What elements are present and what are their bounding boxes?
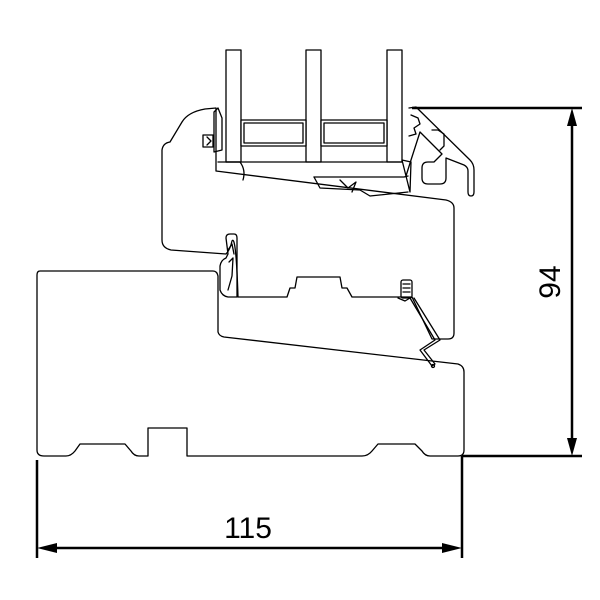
- dimension-height: 94: [412, 106, 582, 458]
- frame-profile: [36, 270, 465, 457]
- setting-block: [313, 176, 409, 197]
- glazing-bead: [401, 106, 475, 197]
- glass-pane-outer: [225, 49, 242, 163]
- glass-pane-inner: [386, 49, 403, 163]
- weather-seal-left: [219, 233, 238, 298]
- dimension-width: 115: [35, 456, 464, 558]
- dimension-height-label: 94: [534, 265, 567, 298]
- drainage-weatherstrip: [397, 279, 441, 369]
- dimension-width-label: 115: [224, 512, 272, 545]
- setting-block-line: [313, 175, 409, 178]
- glass-pane-middle: [305, 49, 322, 163]
- sash-lip: [217, 161, 245, 181]
- glazing-gasket-left: [202, 107, 223, 153]
- spacer-left: [240, 119, 307, 147]
- spacer-right: [320, 119, 388, 147]
- glazing-unit: [225, 49, 403, 163]
